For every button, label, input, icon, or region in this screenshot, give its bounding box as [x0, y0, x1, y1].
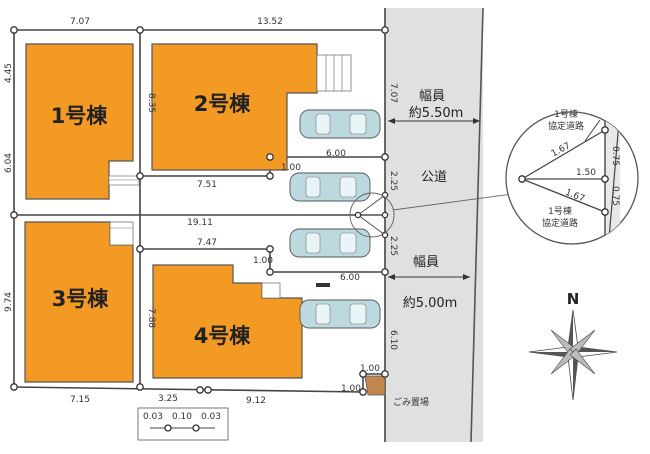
- road-name: 公道: [421, 170, 447, 185]
- dim-lot4-corner-2: 1.00: [341, 384, 361, 394]
- dim-passage-lower: 2.25: [388, 236, 398, 256]
- building-1-label: 1号棟: [51, 104, 109, 128]
- dim-lot2-side: 7.07: [388, 83, 398, 103]
- detail-bottom-label-2: 協定道路: [542, 217, 578, 229]
- building-3-label: 3号棟: [52, 287, 110, 311]
- building-4-step: [261, 282, 281, 299]
- detail-top-label-2: 協定道路: [548, 120, 584, 132]
- dim-bottom-lot3: 7.15: [70, 395, 90, 405]
- detail-top-label-1: 1号棟: [554, 108, 578, 120]
- dim-top-lot1: 7.07: [70, 17, 90, 27]
- junction-detail: 1号棟 協定道路 1号棟 協定道路 1.67 1.67 1.50 0.75 0.…: [505, 108, 639, 245]
- road-width-value-south: 約5.00m: [403, 296, 458, 311]
- road-width-value-north: 約5.50m: [409, 106, 464, 121]
- building-4: [152, 264, 303, 379]
- detail-right-upper: 0.75: [610, 146, 620, 166]
- building-2: [151, 43, 318, 171]
- dim-lot4-top: 7.47: [197, 238, 217, 248]
- car-4: [299, 299, 381, 329]
- dim-lot2-left: 8.35: [146, 93, 156, 113]
- dim-lot4-side: 6.10: [388, 330, 398, 350]
- compass-north-label: N: [567, 290, 580, 308]
- dim-lot4-step: 1.00: [253, 256, 273, 266]
- building-2-steps: [316, 54, 352, 92]
- dim-gap-c: 0.03: [201, 412, 221, 422]
- dim-top-lot2: 13.52: [257, 17, 283, 27]
- building-2-label: 2号棟: [194, 92, 252, 116]
- building-1-step: [108, 175, 140, 186]
- dim-left-upper: 4.45: [4, 63, 14, 83]
- dim-passage-upper: 2.25: [388, 171, 398, 191]
- dim-gap-b: 0.10: [172, 412, 192, 422]
- building-4-label: 4号棟: [194, 324, 252, 348]
- dim-left-mid: 6.04: [4, 153, 14, 173]
- detail-leader: [392, 193, 513, 211]
- gap-detail: [137, 407, 229, 441]
- garbage-area: [364, 375, 386, 396]
- road-edge-east: [470, 7, 484, 443]
- dim-lot2-drive: 6.00: [326, 149, 346, 159]
- dim-lot4-left: 7.88: [146, 308, 156, 328]
- car-1: [299, 109, 381, 139]
- public-road: [385, 8, 483, 442]
- dim-bottom-b: 9.12: [246, 396, 266, 406]
- dim-lot2-step: 1.00: [281, 163, 301, 173]
- dim-passage-full: 19.11: [187, 218, 213, 228]
- car-2: [289, 172, 371, 202]
- detail-focus-circle: [349, 192, 395, 238]
- dim-lot4-drive: 6.00: [340, 273, 360, 283]
- detail-middle: 1.50: [576, 168, 596, 178]
- dim-lot2-bottom: 7.51: [197, 180, 217, 190]
- dimension-labels: 7.07 13.52 4.45 6.04 9.74 8.35 7.07 7.51…: [4, 17, 398, 422]
- dim-bottom-a: 3.25: [158, 394, 178, 404]
- road-width-label-north: 幅員: [419, 89, 445, 104]
- dim-left-lower: 9.74: [4, 292, 14, 312]
- meter-box: [316, 283, 330, 287]
- detail-bottom-label-1: 1号棟: [548, 205, 572, 217]
- compass-rose-icon: [528, 309, 618, 401]
- garbage-label: ごみ置場: [393, 396, 429, 408]
- car-3: [289, 228, 371, 258]
- road-width-label-south: 幅員: [413, 255, 439, 270]
- detail-right-lower: 0.75: [610, 186, 620, 206]
- road-width-arrows: [388, 118, 480, 280]
- vertex-markers: [10, 26, 389, 396]
- building-3-step: [109, 221, 134, 246]
- dim-gap-a: 0.03: [143, 412, 163, 422]
- building-1: [25, 43, 134, 200]
- dim-lot4-corner-1: 1.00: [360, 364, 380, 374]
